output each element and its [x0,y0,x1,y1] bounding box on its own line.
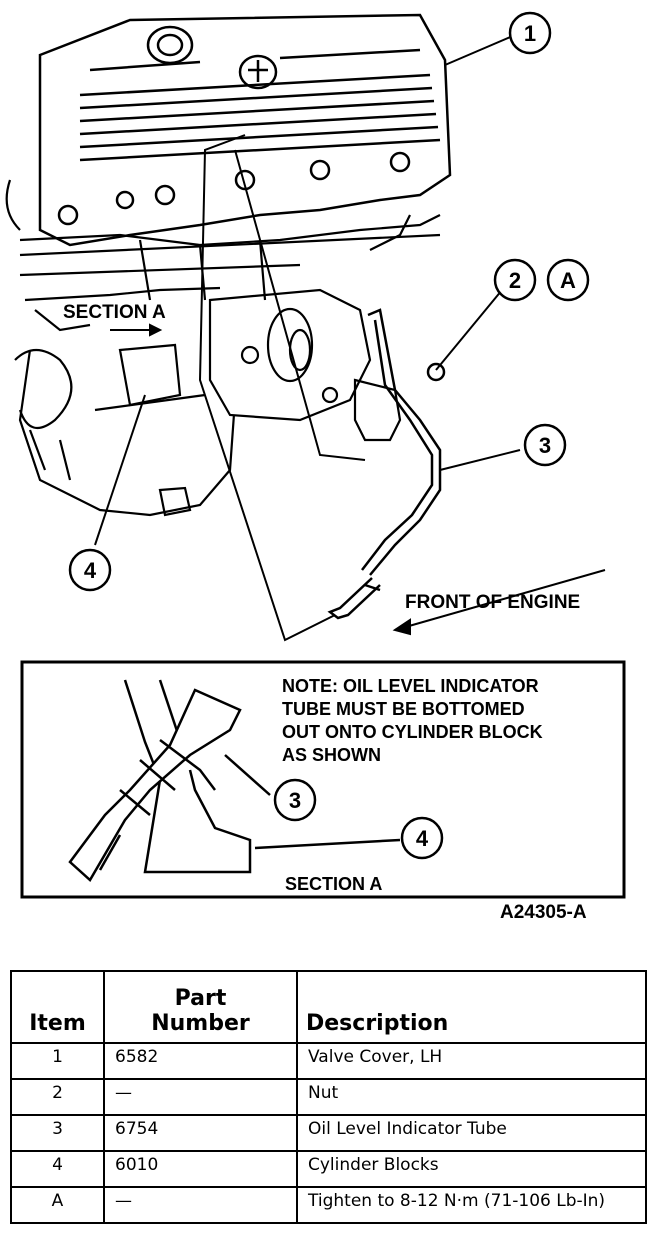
inset-callout-3-text: 3 [289,788,301,813]
header-part-line1: Part [174,986,227,1011]
note-line-2: TUBE MUST BE BOTTOMED [282,699,525,719]
figure-reference: A24305-A [500,902,587,923]
row-item: 4 [10,1150,105,1188]
table-header-row: Item Part Number Description [10,970,647,1044]
row-part-number: — [103,1186,298,1224]
row-description: Valve Cover, LH [296,1042,647,1080]
oil-level-indicator-tube-illustration [327,308,446,620]
table-row: 3 6754 Oil Level Indicator Tube [10,1114,647,1152]
svg-text:1: 1 [524,21,536,46]
table-row: A — Tighten to 8-12 N·m (71-106 Lb-In) [10,1186,647,1224]
inset-callout-4-text: 4 [416,826,429,851]
front-of-engine-label: FRONT OF ENGINE [405,592,580,613]
row-item: 1 [10,1042,105,1080]
callout-4: 4 [68,548,112,592]
inset-section-a-label: SECTION A [285,874,382,894]
svg-text:3: 3 [539,433,551,458]
row-item: A [10,1186,105,1224]
section-a-inset: 3 4 NOTE: OIL LEVEL INDICATOR TUBE MUST … [20,660,626,899]
engine-diagram: 1 2 A 3 4 SECTION A FRONT OF ENGINE [5,11,626,899]
note-line-3: OUT ONTO CYLINDER BLOCK [282,722,543,742]
header-part-number: Part Number [103,970,298,1044]
row-item: 3 [10,1114,105,1152]
row-item: 2 [10,1078,105,1116]
row-description: Oil Level Indicator Tube [296,1114,647,1152]
callout-a: A [546,258,590,302]
nut-illustration [426,362,446,382]
row-part-number: 6754 [103,1114,298,1152]
callout-3: 3 [523,423,567,467]
valve-cover-illustration [38,13,452,247]
note-line-1: NOTE: OIL LEVEL INDICATOR [282,676,539,696]
row-part-number: 6582 [103,1042,298,1080]
svg-text:2: 2 [509,268,521,293]
header-item: Item [10,970,105,1044]
section-a-label: SECTION A [63,302,166,323]
row-part-number: — [103,1078,298,1116]
callout-1: 1 [508,11,552,55]
row-part-number: 6010 [103,1150,298,1188]
parts-table: Item Part Number Description 1 6582 Valv… [10,970,647,1224]
row-description: Tighten to 8-12 N·m (71-106 Lb-In) [296,1186,647,1224]
inset-callout-4 [400,816,444,860]
svg-text:A: A [560,268,576,293]
row-description: Nut [296,1078,647,1116]
inset-callout-3 [273,778,317,822]
row-description: Cylinder Blocks [296,1150,647,1188]
svg-text:4: 4 [84,558,97,583]
table-row: 1 6582 Valve Cover, LH [10,1042,647,1080]
note-line-4: AS SHOWN [282,745,381,765]
header-description: Description [296,970,647,1044]
table-row: 4 6010 Cylinder Blocks [10,1150,647,1188]
engine-block-illustration [5,179,441,517]
leader-lines [94,34,606,642]
header-part-line2: Number [151,1011,250,1036]
table-row: 2 — Nut [10,1078,647,1116]
callout-2: 2 [493,258,537,302]
